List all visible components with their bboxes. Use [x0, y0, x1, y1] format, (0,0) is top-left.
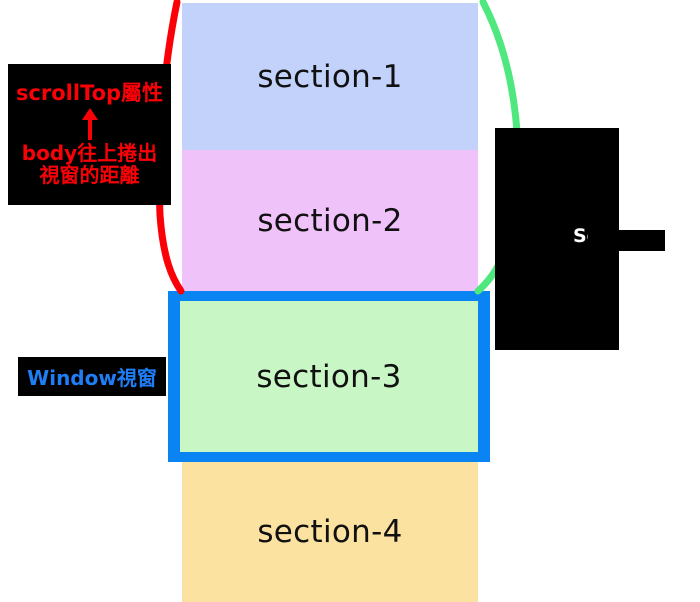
section-4-label: section-4 — [257, 514, 403, 550]
section-2-block: section-2 — [182, 150, 478, 291]
section-4-block: section-4 — [182, 462, 478, 602]
scrolltop-line-1: body往上捲出 — [21, 140, 158, 165]
scrolltop-annotation: scrollTop屬性 body往上捲出 視窗的距離 — [8, 64, 171, 205]
window-annotation: Window視窗 — [18, 357, 166, 396]
section-2-label: section-2 — [257, 202, 403, 239]
up-arrow-icon — [81, 107, 98, 140]
scrolltop-line-2: 視窗的距離 — [39, 163, 140, 188]
scrolltop-title: scrollTop屬性 — [15, 81, 164, 106]
section-1-block: section-1 — [182, 3, 478, 150]
scrollheight-redaction-bar — [588, 230, 665, 251]
section-3-block: section-3 — [180, 301, 478, 452]
section-1-label: section-1 — [257, 58, 403, 95]
section-3-label: section-3 — [256, 358, 402, 395]
window-label-text: Window視窗 — [27, 366, 157, 390]
window-viewport-frame: section-3 — [168, 291, 490, 462]
